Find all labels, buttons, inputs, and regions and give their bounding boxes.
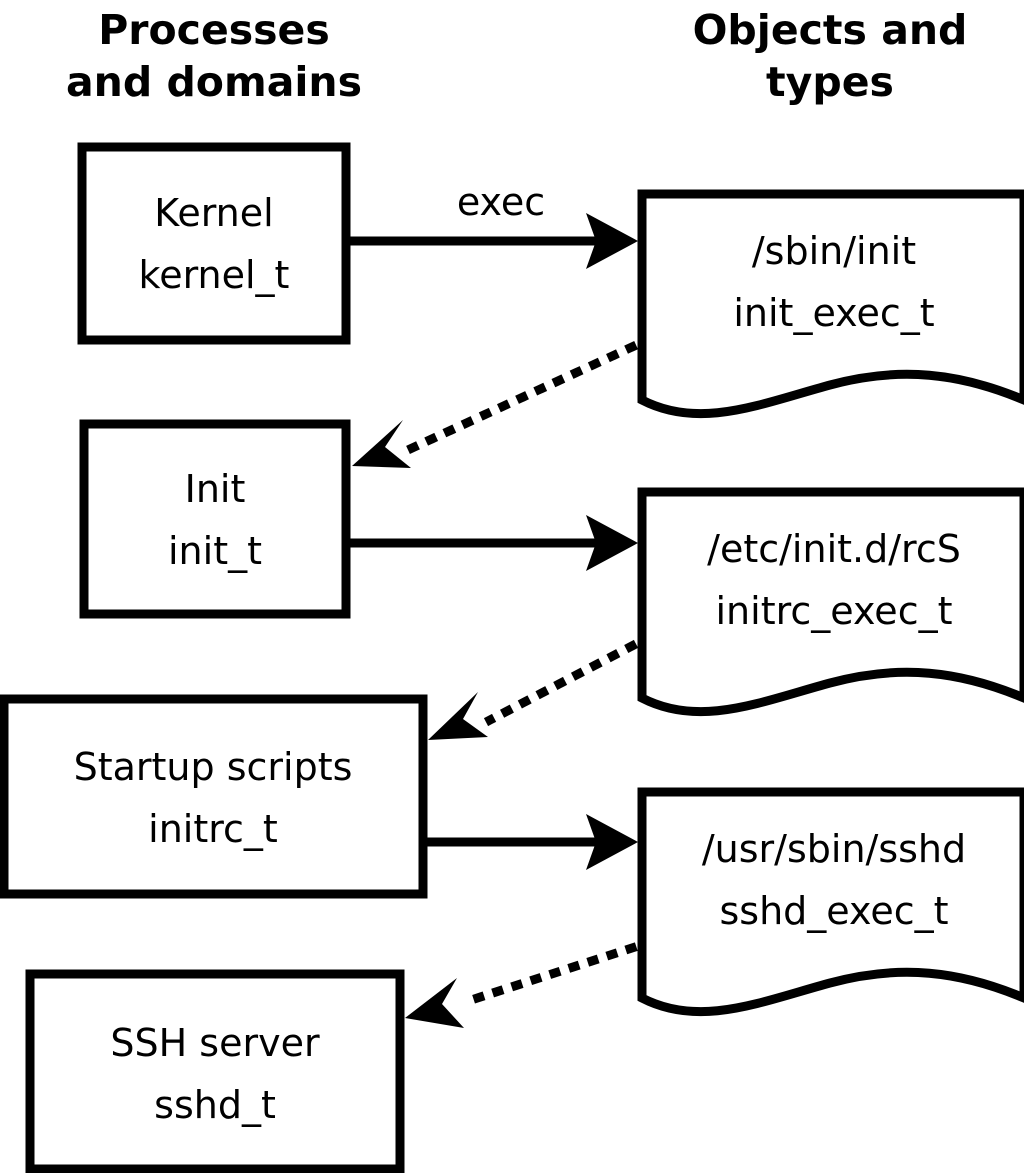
edge-sshd-exec-to-sshd (405, 942, 638, 1028)
node-init-exec-line1: /sbin/init (752, 229, 916, 273)
node-kernel[interactable]: Kernel kernel_t (77, 142, 351, 345)
edge-initrc-exec-to-initrc-arrowhead (428, 692, 488, 740)
node-initrc-exec[interactable]: /etc/init.d/rcS initrc_exec_t (637, 487, 1024, 717)
column-title-processes: Processes and domains (66, 6, 362, 106)
edge-initrc-exec-to-initrc (428, 639, 639, 740)
column-title-objects-line1: Objects and (693, 6, 968, 54)
node-init-exec-document[interactable] (637, 189, 1024, 419)
column-title-processes-line1: Processes (98, 6, 330, 54)
node-kernel-line1: Kernel (154, 191, 273, 235)
node-initrc-line2: initrc_t (148, 807, 278, 851)
edge-init-to-initrc-exec-arrowhead (586, 515, 638, 571)
node-sshd-exec-line1: /usr/sbin/sshd (702, 827, 966, 871)
node-init-exec[interactable]: /sbin/init init_exec_t (637, 189, 1024, 419)
edge-init-exec-to-init-arrowhead (352, 420, 411, 468)
node-kernel-rect[interactable] (77, 142, 351, 345)
node-init-line2: init_t (168, 529, 262, 573)
edge-init-to-initrc-exec (350, 515, 638, 571)
node-sshd-line2: sshd_t (154, 1083, 276, 1127)
node-init-line1: Init (185, 467, 246, 511)
node-init-rect[interactable] (79, 419, 351, 619)
node-initrc-exec-document[interactable] (637, 487, 1024, 717)
node-init-exec-line2: init_exec_t (733, 291, 934, 335)
node-sshd-exec-document[interactable] (637, 787, 1024, 1017)
node-sshd-line1: SSH server (110, 1021, 320, 1065)
edge-label-exec: exec (457, 180, 545, 224)
edge-sshd-exec-to-sshd-arrowhead (405, 978, 464, 1028)
node-sshd-exec[interactable]: /usr/sbin/sshd sshd_exec_t (637, 787, 1024, 1017)
node-initrc-rect[interactable] (0, 694, 428, 899)
edge-init-exec-to-init-line (404, 341, 638, 455)
column-title-processes-line2: and domains (66, 58, 362, 106)
node-initrc-exec-line1: /etc/init.d/rcS (707, 527, 961, 571)
node-kernel-line2: kernel_t (139, 253, 290, 297)
edge-init-exec-to-init (352, 341, 638, 468)
edge-initrc-to-sshd-exec (427, 814, 638, 870)
column-title-objects: Objects and types (693, 6, 968, 106)
column-title-objects-line2: types (766, 58, 894, 106)
node-sshd-exec-line2: sshd_exec_t (719, 889, 948, 933)
edge-sshd-exec-to-sshd-line (459, 942, 638, 1008)
node-sshd[interactable]: SSH server sshd_t (25, 969, 405, 1173)
edge-kernel-to-init-exec: exec (350, 180, 638, 269)
edge-initrc-to-sshd-exec-arrowhead (586, 814, 638, 870)
node-initrc[interactable]: Startup scripts initrc_t (0, 694, 428, 899)
edge-kernel-to-init-exec-arrowhead (586, 213, 638, 269)
edge-initrc-exec-to-initrc-line (483, 639, 639, 727)
node-initrc-exec-line2: initrc_exec_t (716, 589, 953, 633)
node-init[interactable]: Init init_t (79, 419, 351, 619)
node-initrc-line1: Startup scripts (74, 745, 353, 789)
node-sshd-rect[interactable] (25, 969, 405, 1173)
